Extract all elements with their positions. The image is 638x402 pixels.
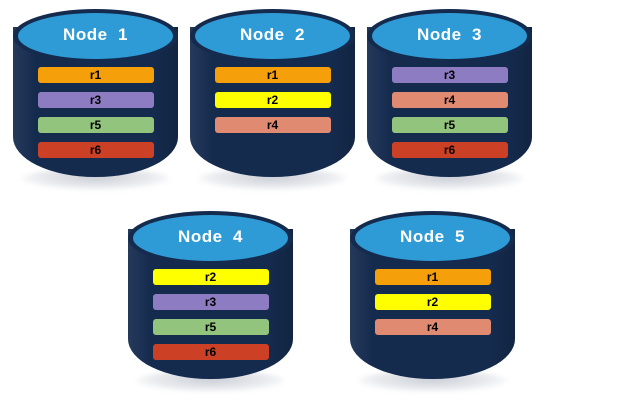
- replica-list: r1 r2 r4: [190, 67, 355, 142]
- replica-bar[interactable]: r5: [391, 117, 508, 133]
- node-cylinder[interactable]: Node 5 r1 r2 r4: [350, 207, 515, 392]
- replica-bar[interactable]: r2: [374, 294, 491, 310]
- replica-bar[interactable]: r5: [152, 319, 269, 335]
- cylinder-shadow: [21, 168, 170, 190]
- replica-bar[interactable]: r6: [391, 142, 508, 158]
- cylinder-shadow: [198, 168, 347, 190]
- replica-bar[interactable]: r1: [37, 67, 154, 83]
- node-cylinder[interactable]: Node 2 r1 r2 r4: [190, 5, 355, 190]
- replica-bar[interactable]: r3: [391, 67, 508, 83]
- replica-bar[interactable]: r6: [152, 344, 269, 360]
- cylinder-shadow: [375, 168, 524, 190]
- replica-bar[interactable]: r4: [391, 92, 508, 108]
- node-label: Node 5: [400, 227, 465, 246]
- replica-bar[interactable]: r4: [214, 117, 331, 133]
- replica-bar[interactable]: r6: [37, 142, 154, 158]
- cylinder-top-ellipse: [133, 215, 288, 261]
- replica-bar[interactable]: r1: [374, 269, 491, 285]
- cylinder-shadow: [136, 370, 285, 392]
- node-cylinder[interactable]: Node 3 r3 r4 r5 r6: [367, 5, 532, 190]
- node-label: Node 3: [417, 25, 482, 44]
- replica-bar[interactable]: r2: [152, 269, 269, 285]
- node-cylinder[interactable]: Node 1 r1 r3 r5 r6: [13, 5, 178, 190]
- cylinder-shadow: [358, 370, 507, 392]
- replica-bar[interactable]: r2: [214, 92, 331, 108]
- node-label: Node 4: [178, 227, 243, 246]
- replica-list: r2 r3 r5 r6: [128, 269, 293, 369]
- cylinder-top-ellipse: [195, 13, 350, 59]
- cylinder-top-ellipse: [18, 13, 173, 59]
- replica-list: r1 r2 r4: [350, 269, 515, 344]
- cylinder-top-ellipse: [355, 215, 510, 261]
- replica-list: r3 r4 r5 r6: [367, 67, 532, 167]
- replica-bar[interactable]: r3: [152, 294, 269, 310]
- replica-bar[interactable]: r5: [37, 117, 154, 133]
- node-cylinder[interactable]: Node 4 r2 r3 r5 r6: [128, 207, 293, 392]
- replica-bar[interactable]: r4: [374, 319, 491, 335]
- replica-list: r1 r3 r5 r6: [13, 67, 178, 167]
- replica-bar[interactable]: r1: [214, 67, 331, 83]
- cylinder-top-ellipse: [372, 13, 527, 59]
- replica-bar[interactable]: r3: [37, 92, 154, 108]
- node-label: Node 1: [63, 25, 128, 44]
- node-label: Node 2: [240, 25, 305, 44]
